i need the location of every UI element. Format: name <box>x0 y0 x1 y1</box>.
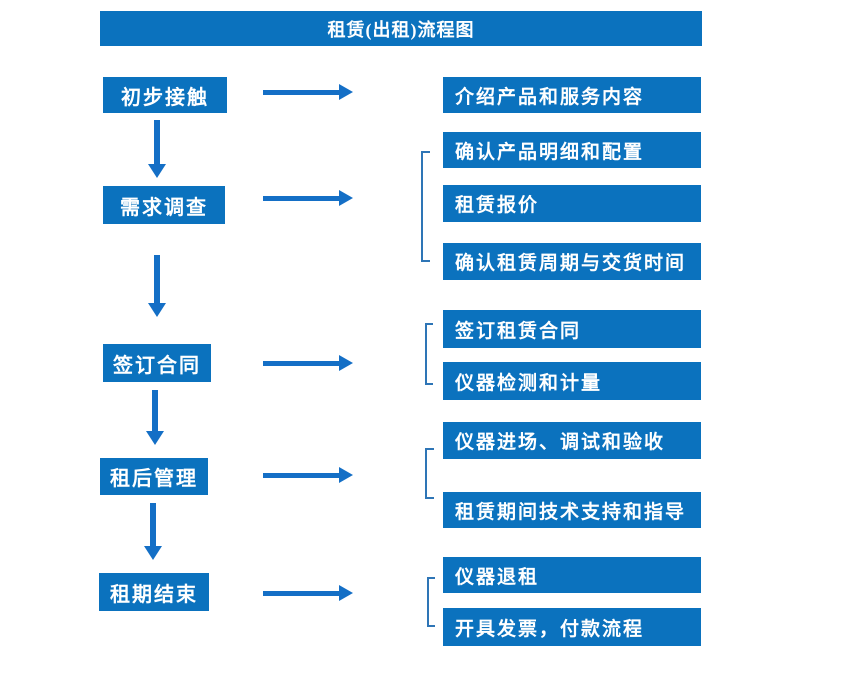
detail-box-instrument-entry-acceptance: 仪器进场、调试和验收 <box>443 422 701 459</box>
bracket-post-rental-details <box>425 448 434 499</box>
arrow-head-icon <box>339 190 353 206</box>
detail-box-confirm-product-config: 确认产品明细和配置 <box>443 132 701 168</box>
detail-box-instrument-testing: 仪器检测和计量 <box>443 362 701 400</box>
arrow-head-icon <box>339 585 353 601</box>
arrow-head-icon <box>146 431 164 445</box>
arrow-shaft <box>263 360 339 366</box>
arrow-head-icon <box>148 164 166 178</box>
arrow-shaft <box>263 195 339 201</box>
arrow-shaft <box>154 255 160 303</box>
arrow-down-2 <box>148 255 166 317</box>
arrow-down-4 <box>144 503 162 560</box>
arrow-down-1 <box>148 120 166 178</box>
bracket-demand-survey-details <box>421 151 430 262</box>
arrow-down-3 <box>146 390 164 445</box>
arrow-head-icon <box>339 84 353 100</box>
stage-box-sign-contract: 签订合同 <box>103 344 211 382</box>
arrow-shaft <box>263 472 339 478</box>
detail-box-instrument-return: 仪器退租 <box>443 557 701 593</box>
arrow-head-icon <box>144 546 162 560</box>
flowchart-title: 租赁(出租)流程图 <box>100 11 702 46</box>
arrow-right-post-rental <box>263 467 353 483</box>
detail-box-introduce-products: 介绍产品和服务内容 <box>443 77 701 113</box>
arrow-right-initial-contact <box>263 84 353 100</box>
stage-box-initial-contact: 初步接触 <box>103 77 227 113</box>
stage-box-post-rental-management: 租后管理 <box>100 458 208 495</box>
bracket-rental-end-details <box>427 577 435 627</box>
detail-box-invoice-payment: 开具发票，付款流程 <box>443 608 701 646</box>
stage-box-rental-end: 租期结束 <box>99 573 209 611</box>
arrow-right-sign-contract <box>263 355 353 371</box>
arrow-shaft <box>263 590 339 596</box>
detail-box-confirm-period-delivery: 确认租赁周期与交货时间 <box>443 243 701 280</box>
stage-box-demand-survey: 需求调查 <box>103 186 225 224</box>
detail-box-rental-quote: 租赁报价 <box>443 185 701 222</box>
arrow-shaft <box>150 503 156 546</box>
arrow-shaft <box>152 390 158 431</box>
arrow-right-demand-survey <box>263 190 353 206</box>
arrow-head-icon <box>339 467 353 483</box>
arrow-shaft <box>154 120 160 164</box>
arrow-shaft <box>263 89 339 95</box>
arrow-head-icon <box>339 355 353 371</box>
arrow-right-rental-end <box>263 585 353 601</box>
bracket-sign-contract-details <box>425 323 433 385</box>
arrow-head-icon <box>148 303 166 317</box>
detail-box-sign-rental-contract: 签订租赁合同 <box>443 310 701 348</box>
detail-box-tech-support: 租赁期间技术支持和指导 <box>443 492 701 528</box>
